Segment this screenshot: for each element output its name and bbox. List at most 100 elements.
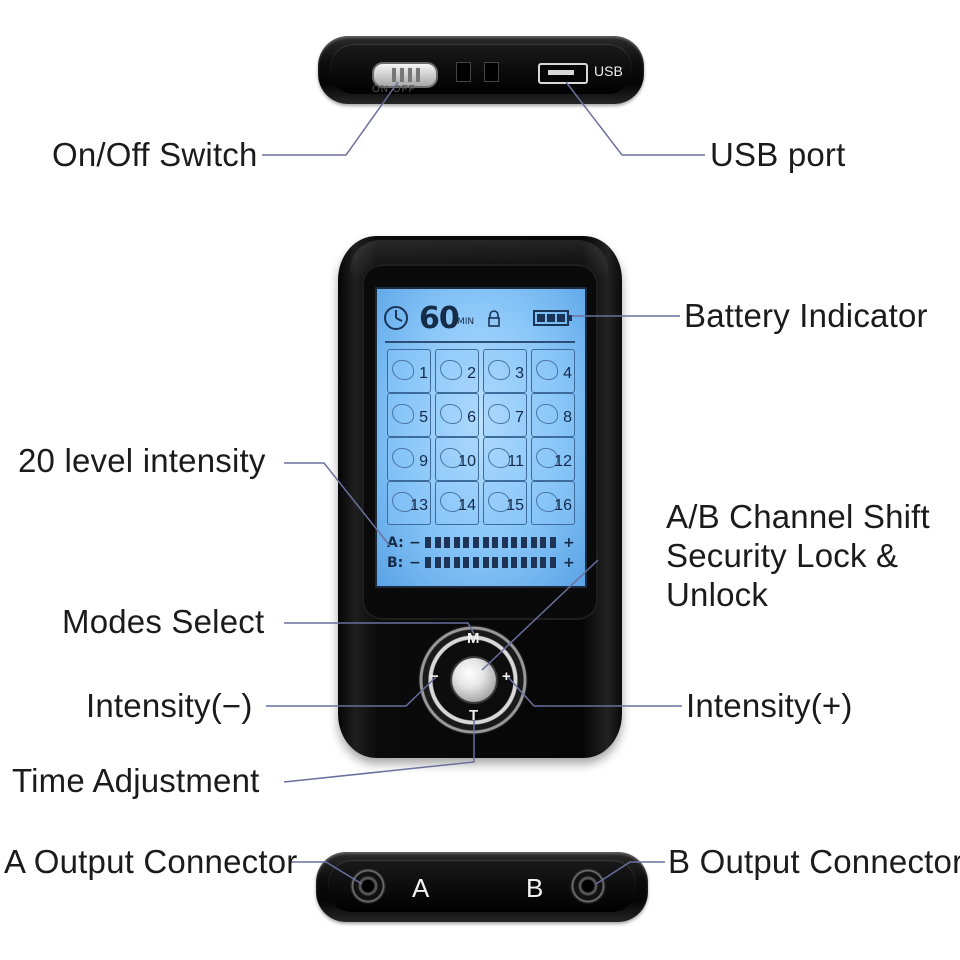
- mode-cell-14: 14: [435, 481, 479, 525]
- label-usb-port: USB port: [710, 136, 846, 173]
- body-part-icon: [488, 492, 510, 512]
- timer-value: 60: [419, 301, 460, 336]
- label-intensity-plus: Intensity(+): [686, 687, 853, 724]
- label-level-intensity: 20 level intensity: [18, 442, 266, 479]
- channel-a-level-segment: [434, 537, 441, 548]
- label-a-output: A Output Connector: [4, 843, 298, 880]
- body-part-icon: [440, 448, 462, 468]
- channel-a-level-segment: [511, 537, 518, 548]
- body-part-icon: [440, 404, 462, 424]
- body-part-icon: [488, 404, 510, 424]
- body-part-icon: [440, 360, 462, 380]
- body-part-icon: [536, 448, 558, 468]
- vent-slot-right: [484, 62, 499, 82]
- label-battery-indicator: Battery Indicator: [684, 297, 928, 334]
- mode-number: 3: [515, 365, 524, 382]
- mode-number: 8: [563, 409, 572, 426]
- label-time-adjustment: Time Adjustment: [12, 762, 260, 799]
- body-part-icon: [488, 448, 510, 468]
- body-part-icon: [488, 360, 510, 380]
- channel-b-plus: +: [563, 555, 575, 571]
- channel-a-level-segment: [501, 537, 508, 548]
- mode-cell-8: 8: [531, 393, 575, 437]
- usb-port[interactable]: [538, 63, 588, 84]
- channel-a-level-segment: [492, 537, 499, 548]
- mode-button[interactable]: M: [467, 630, 480, 647]
- mode-number: 9: [419, 453, 428, 470]
- channel-b-level-segment: [473, 557, 479, 568]
- channel-b-level-segment: [492, 557, 499, 568]
- channel-a-label: A:: [387, 535, 404, 551]
- usb-port-text: USB: [594, 63, 623, 79]
- label-on-off-switch: On/Off Switch: [52, 136, 258, 173]
- clock-icon: [384, 306, 408, 330]
- channel-b-level-segment: [425, 557, 431, 568]
- channel-b-level-segment: [463, 557, 470, 568]
- mode-number: 14: [458, 497, 476, 514]
- channel-b-level-segment: [530, 557, 537, 568]
- channel-a-level-segment: [521, 537, 527, 548]
- connector-b-letter: B: [526, 873, 544, 903]
- body-part-icon: [536, 404, 558, 424]
- mode-cell-3: 3: [483, 349, 527, 393]
- body-part-icon: [536, 492, 558, 512]
- lock-icon: [488, 310, 500, 327]
- switch-text: ON OFF: [372, 84, 416, 95]
- channel-a-level-segment: [549, 537, 556, 548]
- label-intensity-minus: Intensity(−): [86, 687, 253, 724]
- channel-a-plus: +: [563, 535, 575, 551]
- output-jack-b[interactable]: [570, 868, 606, 904]
- mode-number: 2: [467, 365, 476, 382]
- channel-b-level-segment: [549, 557, 556, 568]
- mode-cell-4: 4: [531, 349, 575, 393]
- mode-number: 12: [554, 453, 572, 470]
- mode-cell-1: 1: [387, 349, 431, 393]
- channel-a-level-segment: [444, 537, 451, 548]
- label-channel-shift-2: Security Lock &: [666, 537, 899, 574]
- mode-cell-6: 6: [435, 393, 479, 437]
- channel-a-level-segment: [530, 537, 537, 548]
- mode-cell-13: 13: [387, 481, 431, 525]
- timer-unit: MIN: [457, 317, 475, 327]
- channel-shift-lock-button[interactable]: [452, 658, 496, 702]
- channel-a-level-segment: [482, 537, 489, 548]
- plus-button[interactable]: +: [502, 668, 511, 685]
- channel-a-level-segment: [540, 537, 547, 548]
- mode-number: 10: [458, 453, 476, 470]
- time-button[interactable]: T: [469, 707, 479, 724]
- channel-a-level-segment: [453, 537, 460, 548]
- channel-b-level-segment: [434, 557, 441, 568]
- label-b-output: B Output Connector: [668, 843, 960, 880]
- mode-cell-11: 11: [483, 437, 527, 481]
- mode-number: 7: [515, 409, 524, 426]
- mode-number: 4: [563, 365, 572, 382]
- label-channel-shift-1: A/B Channel Shift: [666, 498, 930, 535]
- battery-icon: [533, 310, 572, 326]
- channel-a-level-segment: [463, 537, 470, 548]
- mode-cell-5: 5: [387, 393, 431, 437]
- body-part-icon: [392, 360, 414, 380]
- body-part-icon: [440, 492, 462, 512]
- channel-b-minus: −: [409, 555, 421, 571]
- channel-b-level-segment: [453, 557, 460, 568]
- channel-a-minus: −: [409, 535, 421, 551]
- mode-number: 1: [419, 365, 428, 382]
- body-part-icon: [536, 360, 558, 380]
- mode-number: 11: [507, 453, 524, 470]
- lcd-divider: [385, 341, 575, 343]
- body-part-icon: [392, 448, 414, 468]
- mode-number: 5: [419, 409, 428, 426]
- channel-b-level-segment: [511, 557, 518, 568]
- minus-button[interactable]: −: [430, 668, 439, 685]
- body-part-icon: [392, 492, 414, 512]
- mode-cell-12: 12: [531, 437, 575, 481]
- mode-number: 6: [467, 409, 476, 426]
- body-part-icon: [392, 404, 414, 424]
- mode-number: 16: [554, 497, 572, 514]
- output-jack-a[interactable]: [350, 868, 386, 904]
- mode-number: 15: [506, 497, 524, 514]
- channel-b-level-segment: [521, 557, 527, 568]
- channel-b-level-segment: [444, 557, 451, 568]
- mode-cell-10: 10: [435, 437, 479, 481]
- mode-cell-15: 15: [483, 481, 527, 525]
